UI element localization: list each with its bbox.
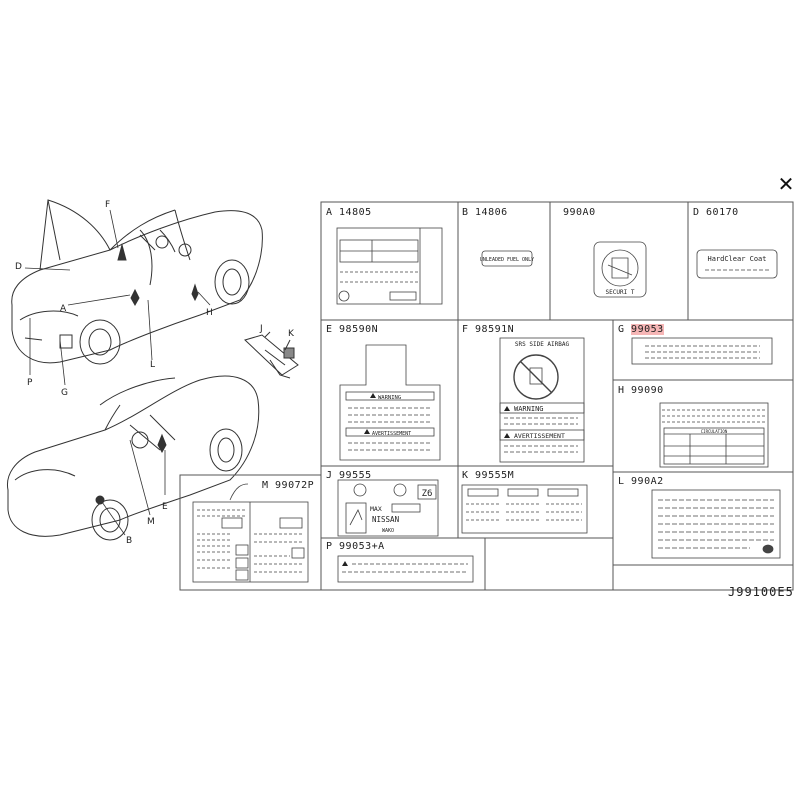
label-b-fuel: UNLEADED FUEL ONLY (480, 250, 534, 267)
cell-b-label: B 14806 (462, 207, 508, 218)
callout-p: P (27, 378, 33, 388)
callout-j: J (260, 324, 263, 334)
label-b-text: UNLEADED FUEL ONLY (480, 257, 534, 263)
label-j-max: MAX (370, 505, 382, 513)
cell-l-label: L 990A2 (618, 476, 664, 487)
cell-c-label: 990A0 (563, 207, 596, 218)
label-l (651, 489, 781, 559)
callout-g: G (61, 388, 68, 398)
label-d-text: HardClear Coat (707, 255, 766, 263)
callout-m: M (147, 517, 155, 527)
cell-a-label: A 14805 (326, 207, 372, 218)
label-h-header: CIRCULATION (701, 429, 728, 434)
label-e-avert: AVERTISSEMENT (372, 431, 411, 437)
label-f-srs-side-airbag: SRS SIDE AIRBAG WARNING AVERTISSEMENT (499, 337, 585, 463)
cell-d-label: D 60170 (693, 207, 739, 218)
label-j-jack: Z6 MAX NISSAN WAKO (337, 479, 439, 537)
label-h-table: CIRCULATION (659, 402, 769, 468)
label-a-tire-placard (336, 227, 443, 305)
cell-m-label: M 99072P (262, 480, 315, 491)
label-m (192, 483, 309, 583)
label-p (337, 555, 474, 583)
lower-car-illustration (6, 375, 260, 541)
callout-d: D (15, 262, 22, 272)
close-icon[interactable]: ✕ (777, 172, 795, 196)
label-j-brand: NISSAN (372, 515, 399, 524)
upper-car-illustration (11, 199, 263, 365)
label-k (461, 484, 588, 534)
callout-f: F (105, 200, 111, 210)
callout-a: A (60, 304, 67, 314)
callout-l: L (150, 360, 156, 370)
cell-p-label: P 99053+A (326, 541, 385, 552)
cell-g-label[interactable]: G 99053 (618, 324, 664, 335)
label-j-code: Z6 (422, 489, 433, 499)
cell-e-label: E 98590N (326, 324, 379, 335)
cell-g-part-highlighted[interactable]: 99053 (631, 324, 664, 335)
callout-k: K (288, 329, 294, 339)
label-f-avert: AVERTISSEMENT (514, 432, 565, 440)
callout-b: B (126, 536, 133, 546)
callout-h: H (206, 308, 213, 318)
label-f-warning: WARNING (514, 405, 544, 413)
diagram-id: J99100E5 (728, 585, 794, 599)
jack-tool-illustration (244, 331, 299, 379)
car-illustrations (6, 199, 299, 541)
cell-h-label: H 99090 (618, 385, 664, 396)
label-e-warning: WARNING (378, 395, 401, 401)
cell-f-label: F 98591N (462, 324, 515, 335)
label-f-title: SRS SIDE AIRBAG (515, 341, 570, 348)
label-d-clear-coat: HardClear Coat (696, 249, 778, 279)
label-j-sub: WAKO (382, 528, 394, 534)
cell-k-label: K 99555M (462, 470, 515, 481)
cell-j-label: J 99555 (326, 470, 372, 481)
label-g (631, 337, 773, 365)
callout-e: E (162, 502, 168, 512)
cell-g-prefix: G (618, 324, 632, 335)
label-c-text: SECURI T (606, 289, 635, 296)
label-c-security: SECURI T (593, 241, 647, 298)
label-e-airbag-warning: WARNING AVERTISSEMENT (339, 344, 441, 461)
